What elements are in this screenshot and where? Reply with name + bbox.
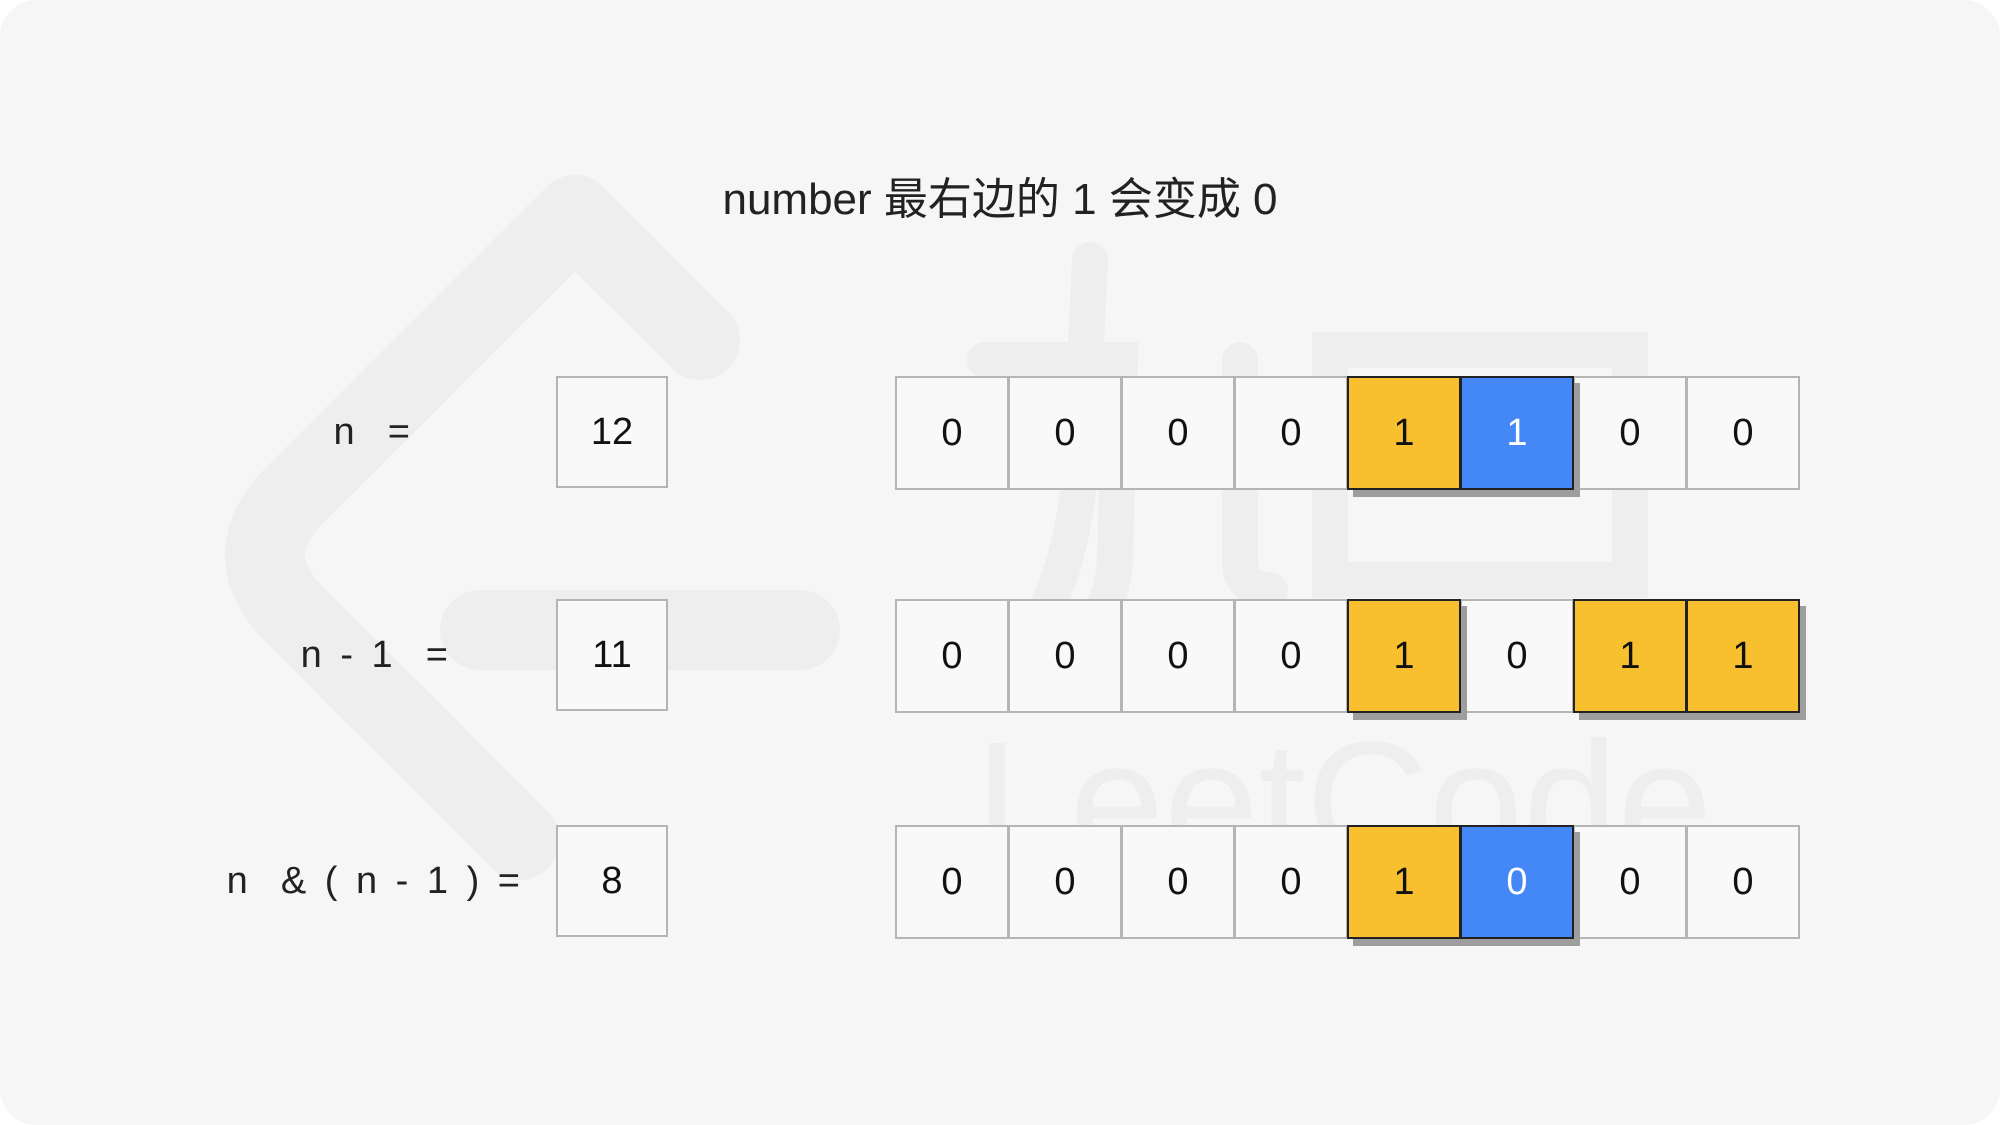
bit-cell: 0 (1234, 599, 1348, 713)
bit-cell: 0 (1121, 599, 1235, 713)
decimal-value-box: 11 (556, 599, 668, 711)
bit-cell: 0 (1121, 825, 1235, 939)
bit-cell: 0 (895, 599, 1009, 713)
row-label: n - 1 = (300, 634, 452, 676)
bit-cell: 0 (1008, 825, 1122, 939)
bit-cell-blue: 1 (1460, 376, 1574, 490)
bit-cell: 0 (895, 376, 1009, 490)
bit-cell: 0 (1008, 599, 1122, 713)
bit-cell: 0 (895, 825, 1009, 939)
bit-cell: 0 (1460, 599, 1574, 713)
bit-cell-yellow: 1 (1347, 825, 1461, 939)
decimal-value-box: 8 (556, 825, 668, 937)
bit-cell-yellow: 1 (1347, 599, 1461, 713)
decimal-value-box: 12 (556, 376, 668, 488)
bit-cell-yellow: 1 (1573, 599, 1687, 713)
bit-cell-blue: 0 (1460, 825, 1574, 939)
bit-cell-yellow: 1 (1347, 376, 1461, 490)
bit-cell: 0 (1573, 825, 1687, 939)
bit-cell: 0 (1686, 376, 1800, 490)
bit-cell: 0 (1234, 825, 1348, 939)
row-label: n = (333, 411, 414, 453)
diagram-title: number 最右边的 1 会变成 0 (722, 175, 1278, 224)
bit-cell: 0 (1686, 825, 1800, 939)
bit-cell: 0 (1008, 376, 1122, 490)
bit-cell-yellow: 1 (1686, 599, 1800, 713)
bit-cell: 0 (1573, 376, 1687, 490)
bit-cell: 0 (1121, 376, 1235, 490)
row-label: n & ( n - 1 ) = (226, 860, 524, 902)
bit-cell: 0 (1234, 376, 1348, 490)
